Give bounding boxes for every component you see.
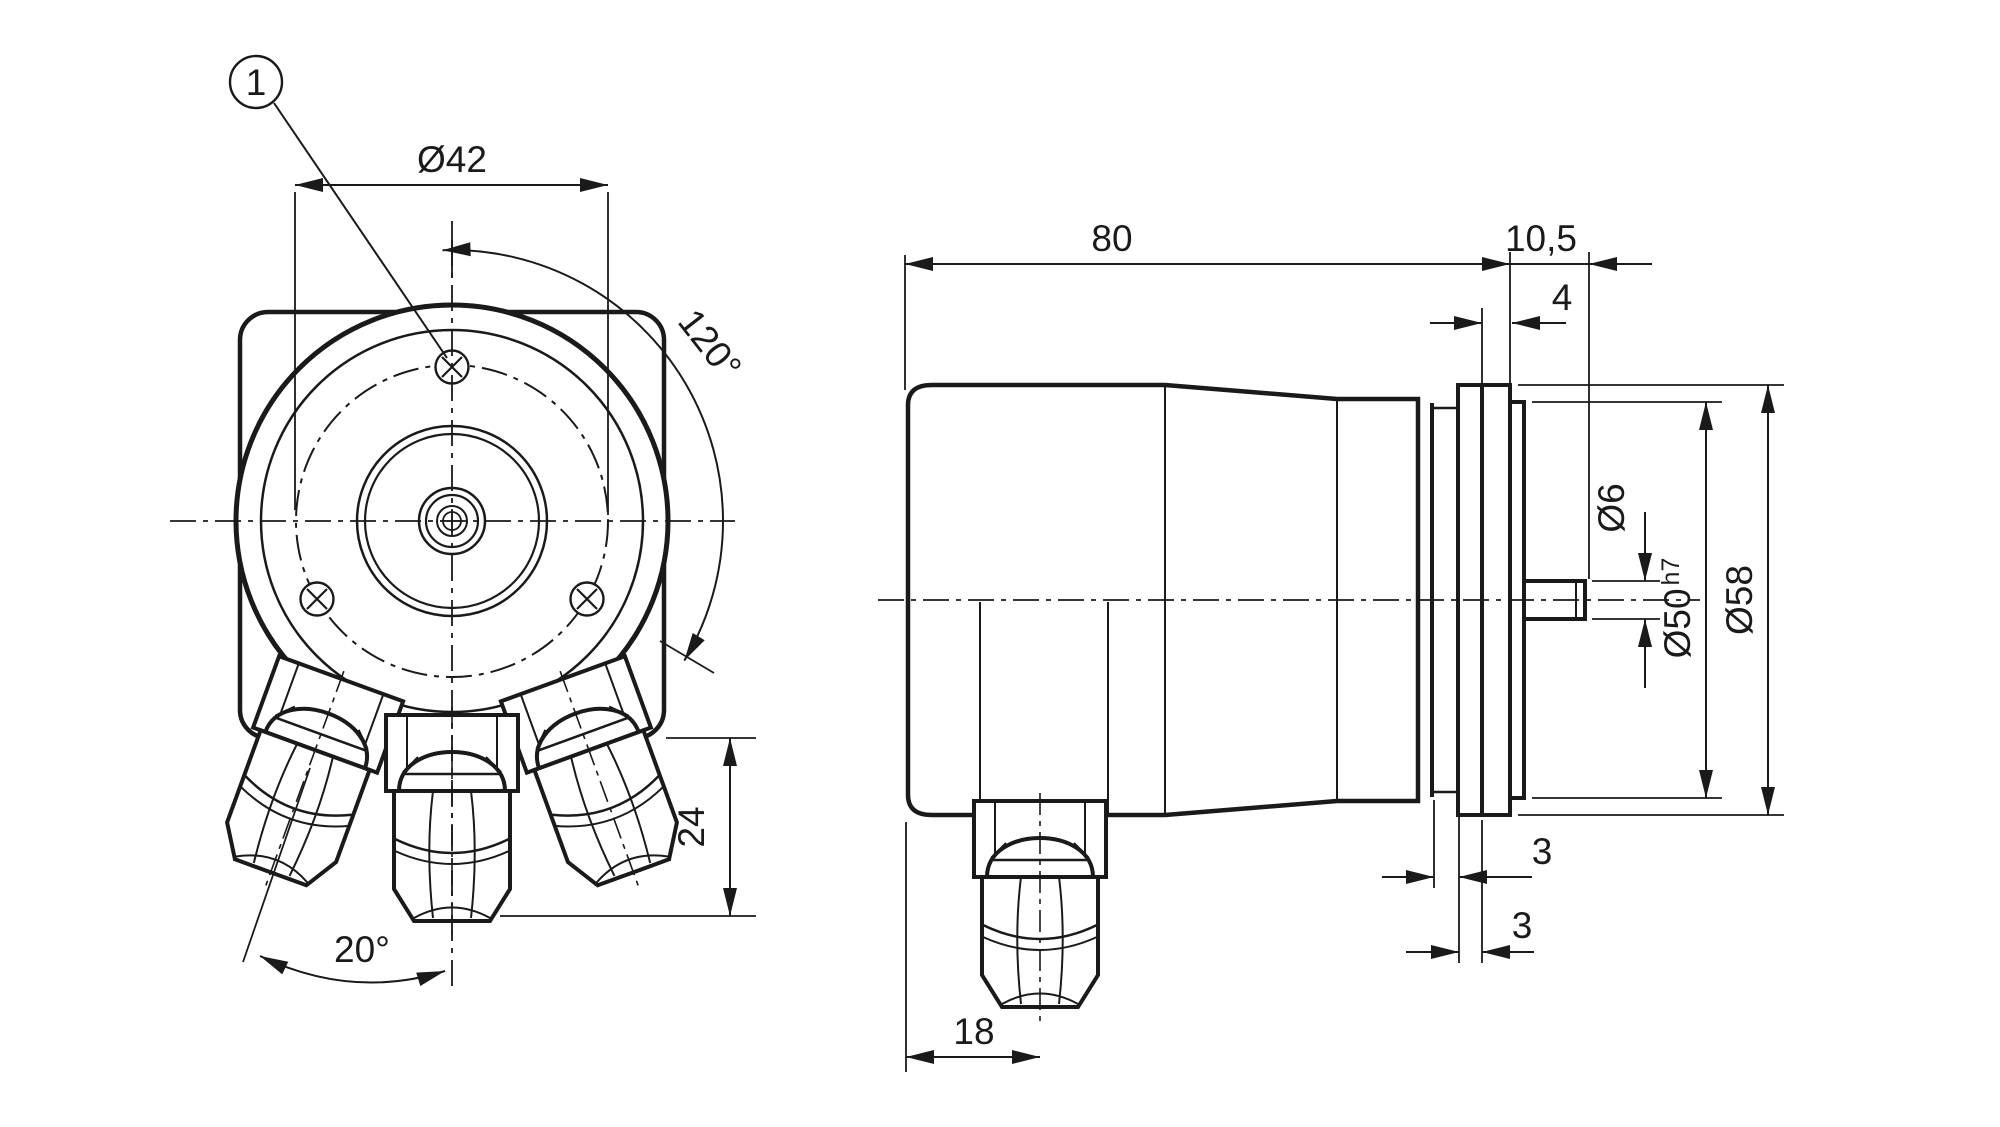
dim-3-clamp: 3: [1406, 820, 1534, 963]
dim-3-groove: 3: [1382, 800, 1552, 963]
dim-text-d58: Ø58: [1719, 565, 1760, 635]
dim-text-3-groove: 3: [1532, 831, 1553, 872]
dim-text-d6: Ø6: [1591, 483, 1632, 532]
dim-80: 80: [904, 218, 1511, 400]
groove-edges: [1432, 406, 1459, 794]
dim-text-4: 4: [1552, 277, 1573, 318]
dim-text-120: 120°: [670, 302, 749, 388]
dim-20deg: 20°: [242, 767, 446, 987]
dim-text-24: 24: [671, 806, 712, 847]
dim-text-d42: Ø42: [417, 139, 487, 180]
dim-4: 4: [1430, 277, 1572, 383]
dim-24: 24: [500, 737, 756, 917]
dim-text-3-clamp: 3: [1512, 905, 1533, 946]
side-view: 80 10,5 4 Ø6 Ø50h7: [878, 218, 1784, 1072]
balloon-number: 1: [246, 62, 267, 103]
dim-text-10-5: 10,5: [1505, 218, 1577, 259]
dim-text-d50-value: Ø50: [1657, 588, 1698, 658]
dim-d6: Ø6: [1591, 483, 1660, 688]
dim-text-d50: Ø50h7: [1657, 558, 1698, 659]
cable-gland-side: [972, 791, 1108, 1027]
dim-10-5: 10,5: [1505, 218, 1652, 579]
dim-text-d50-tolerance: h7: [1657, 558, 1685, 586]
screw-right: [569, 581, 605, 617]
screw-left: [299, 581, 335, 617]
balloon-callout: 1: [228, 54, 448, 359]
balloon-circle: [228, 54, 284, 110]
dim-d50: Ø50h7: [1532, 401, 1722, 799]
dim-d58: Ø58: [1518, 384, 1784, 816]
dim-text-20: 20°: [334, 929, 390, 970]
dim-text-18: 18: [953, 1011, 994, 1052]
dim-text-80: 80: [1091, 218, 1132, 259]
front-view: Ø42 120° 20° 24 1: [170, 54, 756, 992]
dim-18: 18: [905, 822, 1040, 1072]
